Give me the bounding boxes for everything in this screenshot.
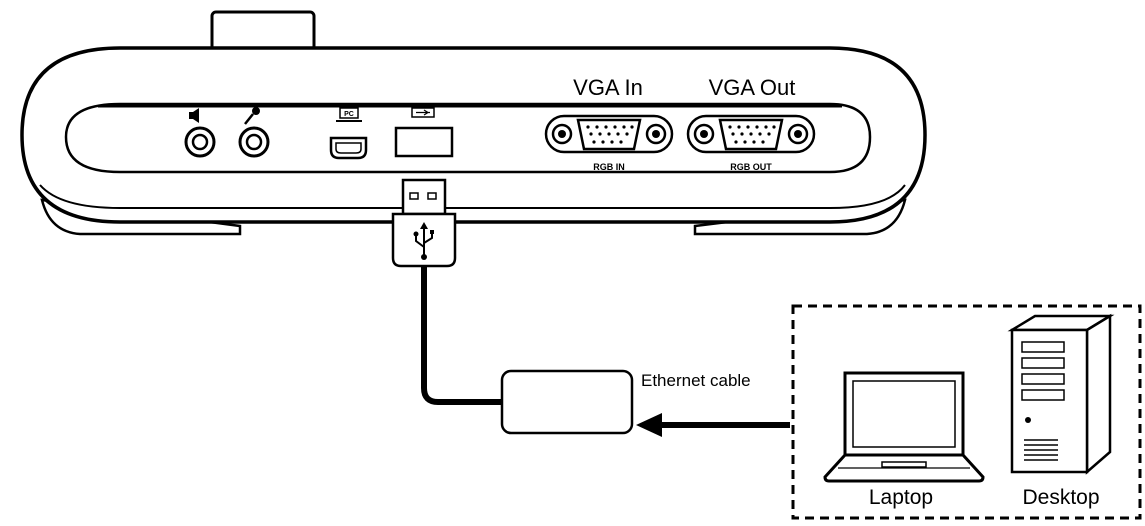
network-adapter [500, 369, 634, 435]
vga-out-port[interactable] [686, 114, 816, 154]
ethernet-cable-arrow [636, 413, 790, 437]
laptop-icon [823, 371, 985, 483]
usb-trident-icon [413, 222, 434, 260]
vga-out-label: VGA Out [709, 75, 796, 100]
pc-port-label: PC [344, 111, 354, 118]
rgb-out-label: RGB OUT [730, 162, 772, 172]
vga-in-label: VGA In [573, 75, 643, 100]
usb-a-port[interactable] [394, 126, 454, 158]
rgb-in-label: RGB IN [593, 162, 625, 172]
usb-plug [391, 178, 457, 268]
mini-usb-port[interactable] [329, 136, 368, 160]
vga-in-port[interactable] [544, 114, 674, 154]
computers-dashed-box [791, 304, 1142, 520]
laptop-label: Laptop [869, 486, 933, 509]
usb-cable [421, 266, 503, 405]
device-port-panel [64, 102, 872, 174]
microphone-icon [244, 107, 260, 125]
usb-port-icon [411, 107, 435, 118]
audio-out-jack[interactable] [184, 126, 216, 158]
mic-in-jack[interactable] [238, 126, 270, 158]
desktop-icon [1007, 313, 1115, 475]
desktop-label: Desktop [1022, 486, 1099, 509]
ethernet-cable-label: Ethernet cable [641, 371, 751, 390]
device-back-panel: PC VGA In VGA Out [20, 10, 927, 236]
speaker-icon [189, 108, 199, 123]
pc-port-icon: PC [336, 107, 362, 122]
